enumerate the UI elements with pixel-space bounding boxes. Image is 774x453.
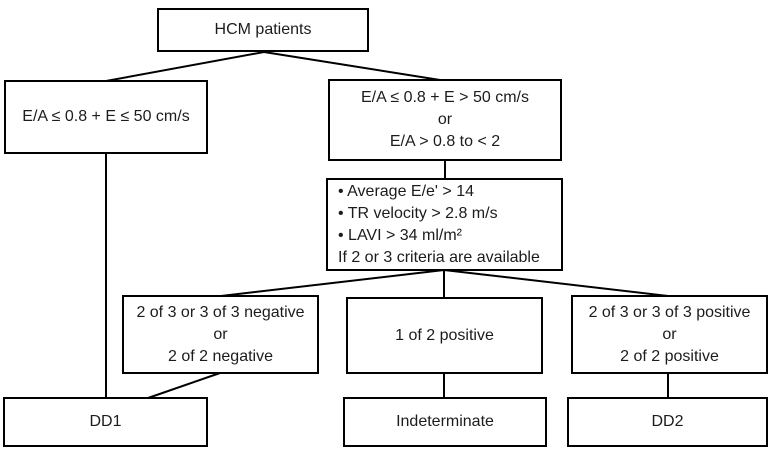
node-label: 1 of 2 positive xyxy=(395,326,494,344)
edge-hcm-to-ea-low xyxy=(105,51,265,82)
node-indeterminate: Indeterminate xyxy=(343,397,547,447)
criteria-bullet-tr-velocity: • TR velocity > 2.8 m/s xyxy=(338,204,498,222)
node-ea-low-criteria: E/A ≤ 0.8 + E ≤ 50 cm/s xyxy=(4,80,208,154)
node-label-line: 2 of 3 or 3 of 3 negative xyxy=(136,303,305,321)
node-label: HCM patients xyxy=(214,21,312,38)
node-ea-intermediate-criteria: E/A ≤ 0.8 + E > 50 cm/s or E/A > 0.8 to … xyxy=(328,79,562,161)
edge-criteria-to-positive xyxy=(443,269,669,297)
node-label-line: E/A > 0.8 to < 2 xyxy=(389,133,501,150)
node-label: DD1 xyxy=(89,413,122,430)
node-dd2: DD2 xyxy=(567,397,768,447)
node-hcm-patients: HCM patients xyxy=(157,8,369,52)
node-label-line: 2 of 3 or 3 of 3 positive xyxy=(588,303,751,321)
node-label-line: or xyxy=(437,111,453,128)
node-label-line: 2 of 2 positive xyxy=(620,347,719,365)
node-label: DD2 xyxy=(651,413,684,430)
edge-negative-to-dd1 xyxy=(147,372,221,399)
node-label-line: E/A ≤ 0.8 + E > 50 cm/s xyxy=(361,89,529,106)
node-additional-criteria: • Average E/e' > 14 • TR velocity > 2.8 … xyxy=(326,178,563,271)
edge-hcm-to-ea-mid xyxy=(263,51,441,81)
node-label: E/A ≤ 0.8 + E ≤ 50 cm/s xyxy=(22,108,190,125)
node-label: Indeterminate xyxy=(396,413,494,430)
criteria-bullet-average-ee: • Average E/e' > 14 xyxy=(338,182,475,200)
node-one-of-two-positive: 1 of 2 positive xyxy=(346,297,543,374)
criteria-availability-note: If 2 or 3 criteria are available xyxy=(338,248,540,266)
node-dd1: DD1 xyxy=(3,397,208,447)
edge-criteria-to-negative xyxy=(220,269,445,297)
node-label-line: or xyxy=(662,325,677,343)
node-label-line: 2 of 2 negative xyxy=(168,347,273,365)
criteria-bullet-lavi: • LAVI > 34 ml/m² xyxy=(338,226,463,244)
node-positive-result: 2 of 3 or 3 of 3 positive or 2 of 2 posi… xyxy=(571,295,768,374)
node-negative-result: 2 of 3 or 3 of 3 negative or 2 of 2 nega… xyxy=(122,295,319,374)
node-label-line: or xyxy=(213,325,228,343)
